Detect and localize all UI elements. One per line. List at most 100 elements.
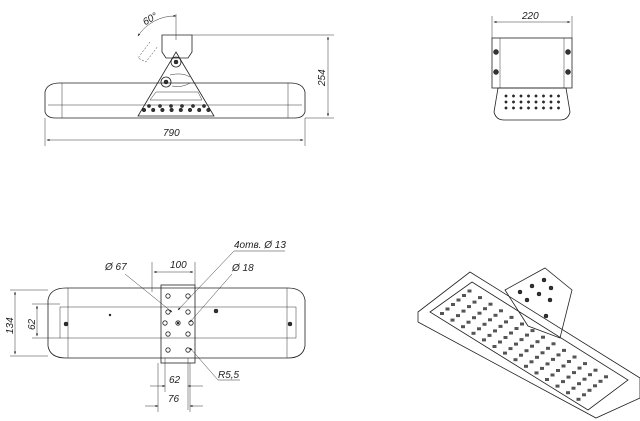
plate-span-label: 76	[168, 394, 180, 405]
led-module	[492, 345, 497, 348]
vent-hole	[549, 100, 553, 104]
led-module	[503, 351, 507, 355]
plate-hole	[175, 320, 181, 326]
vent-hole	[542, 94, 545, 98]
vent-hole	[557, 106, 560, 110]
angle-label: 60°	[141, 11, 160, 28]
bracket-hole	[178, 107, 183, 113]
bracket-triangle	[137, 51, 215, 117]
isometric-view	[417, 267, 640, 419]
length-label: 790	[163, 128, 180, 139]
led-module	[451, 303, 455, 306]
led-module	[582, 393, 586, 397]
vent-hole	[512, 106, 515, 110]
vent-hole	[557, 100, 560, 104]
vent-hole	[534, 94, 538, 98]
led-module	[477, 327, 481, 331]
vent-hole	[504, 106, 508, 110]
front-view: 60° 254 790	[44, 11, 334, 146]
bracket-hole	[169, 104, 173, 108]
bracket-hole	[548, 285, 554, 291]
led-module	[472, 316, 476, 320]
vent-hole	[504, 94, 508, 98]
led-module	[467, 289, 472, 293]
vent-hole	[542, 100, 545, 104]
led-module	[577, 382, 581, 386]
bracket-hole	[187, 107, 193, 113]
led-module	[508, 347, 513, 351]
width-label: 220	[521, 11, 539, 22]
led-module	[550, 373, 555, 377]
vent-hole	[527, 100, 530, 104]
led-module	[519, 338, 524, 342]
hole-dia-67-label: Ø 67	[104, 262, 127, 273]
led-module	[445, 307, 450, 311]
led-module	[535, 355, 539, 359]
led-module	[478, 296, 482, 300]
vent-hole	[549, 106, 553, 110]
led-module	[487, 333, 492, 337]
led-module	[567, 360, 571, 363]
bracket-hole	[180, 104, 184, 108]
led-module	[562, 348, 566, 352]
body-width-label: 134	[5, 317, 16, 334]
side-body	[493, 87, 571, 121]
plate-hole	[165, 309, 171, 315]
plate-hole	[185, 293, 191, 299]
led-module	[577, 366, 582, 370]
bracket-hole	[202, 104, 206, 108]
led-module	[524, 349, 529, 353]
mount-stub	[161, 34, 193, 59]
led-module	[545, 378, 549, 381]
vent-hole	[512, 94, 515, 98]
led-module	[520, 322, 524, 326]
led-module	[598, 379, 603, 383]
led-module	[461, 309, 466, 313]
led-module	[482, 322, 487, 326]
led-module	[530, 329, 535, 333]
vent-hole	[557, 94, 560, 98]
hole-spacing-label: 62	[169, 375, 181, 386]
led-module	[456, 314, 460, 318]
led-module	[493, 313, 498, 317]
plan-body	[47, 287, 306, 359]
led-module	[472, 300, 477, 304]
led-module	[499, 309, 503, 313]
led-module	[546, 346, 550, 350]
led-module	[535, 340, 540, 344]
iso-bracket	[504, 267, 573, 339]
led-module	[519, 353, 523, 357]
led-module	[561, 380, 565, 384]
led-module	[456, 298, 461, 302]
bracket-hole	[517, 289, 523, 295]
led-module	[556, 353, 561, 357]
luminaire-body	[44, 82, 306, 119]
plate-hole	[188, 320, 194, 326]
led-module	[551, 357, 555, 361]
led-module	[571, 386, 576, 390]
side-bracket	[491, 37, 573, 89]
plate-hole	[165, 347, 171, 353]
bracket-hole	[547, 297, 553, 303]
plate-hole	[162, 320, 168, 326]
plate-width-label: 100	[170, 260, 187, 271]
plate-hole	[185, 331, 191, 337]
bracket-hole	[147, 104, 151, 108]
led-module	[462, 294, 466, 297]
led-module	[588, 373, 592, 377]
center-hole	[176, 321, 180, 325]
led-module	[540, 366, 544, 370]
bracket-hole	[536, 291, 542, 297]
led-module	[582, 377, 587, 381]
height-label: 254	[317, 69, 328, 87]
plate-hole	[185, 347, 191, 353]
vent-hole	[542, 106, 545, 110]
led-module	[604, 375, 608, 379]
plate-hole	[185, 309, 191, 315]
led-module	[493, 329, 497, 333]
led-module	[593, 368, 598, 372]
plan-view: 100 Ø 67 4отв. Ø 13 Ø 18 134 62 R5,5 62 …	[5, 240, 306, 412]
vent-hole	[519, 106, 523, 110]
led-module	[593, 384, 597, 388]
